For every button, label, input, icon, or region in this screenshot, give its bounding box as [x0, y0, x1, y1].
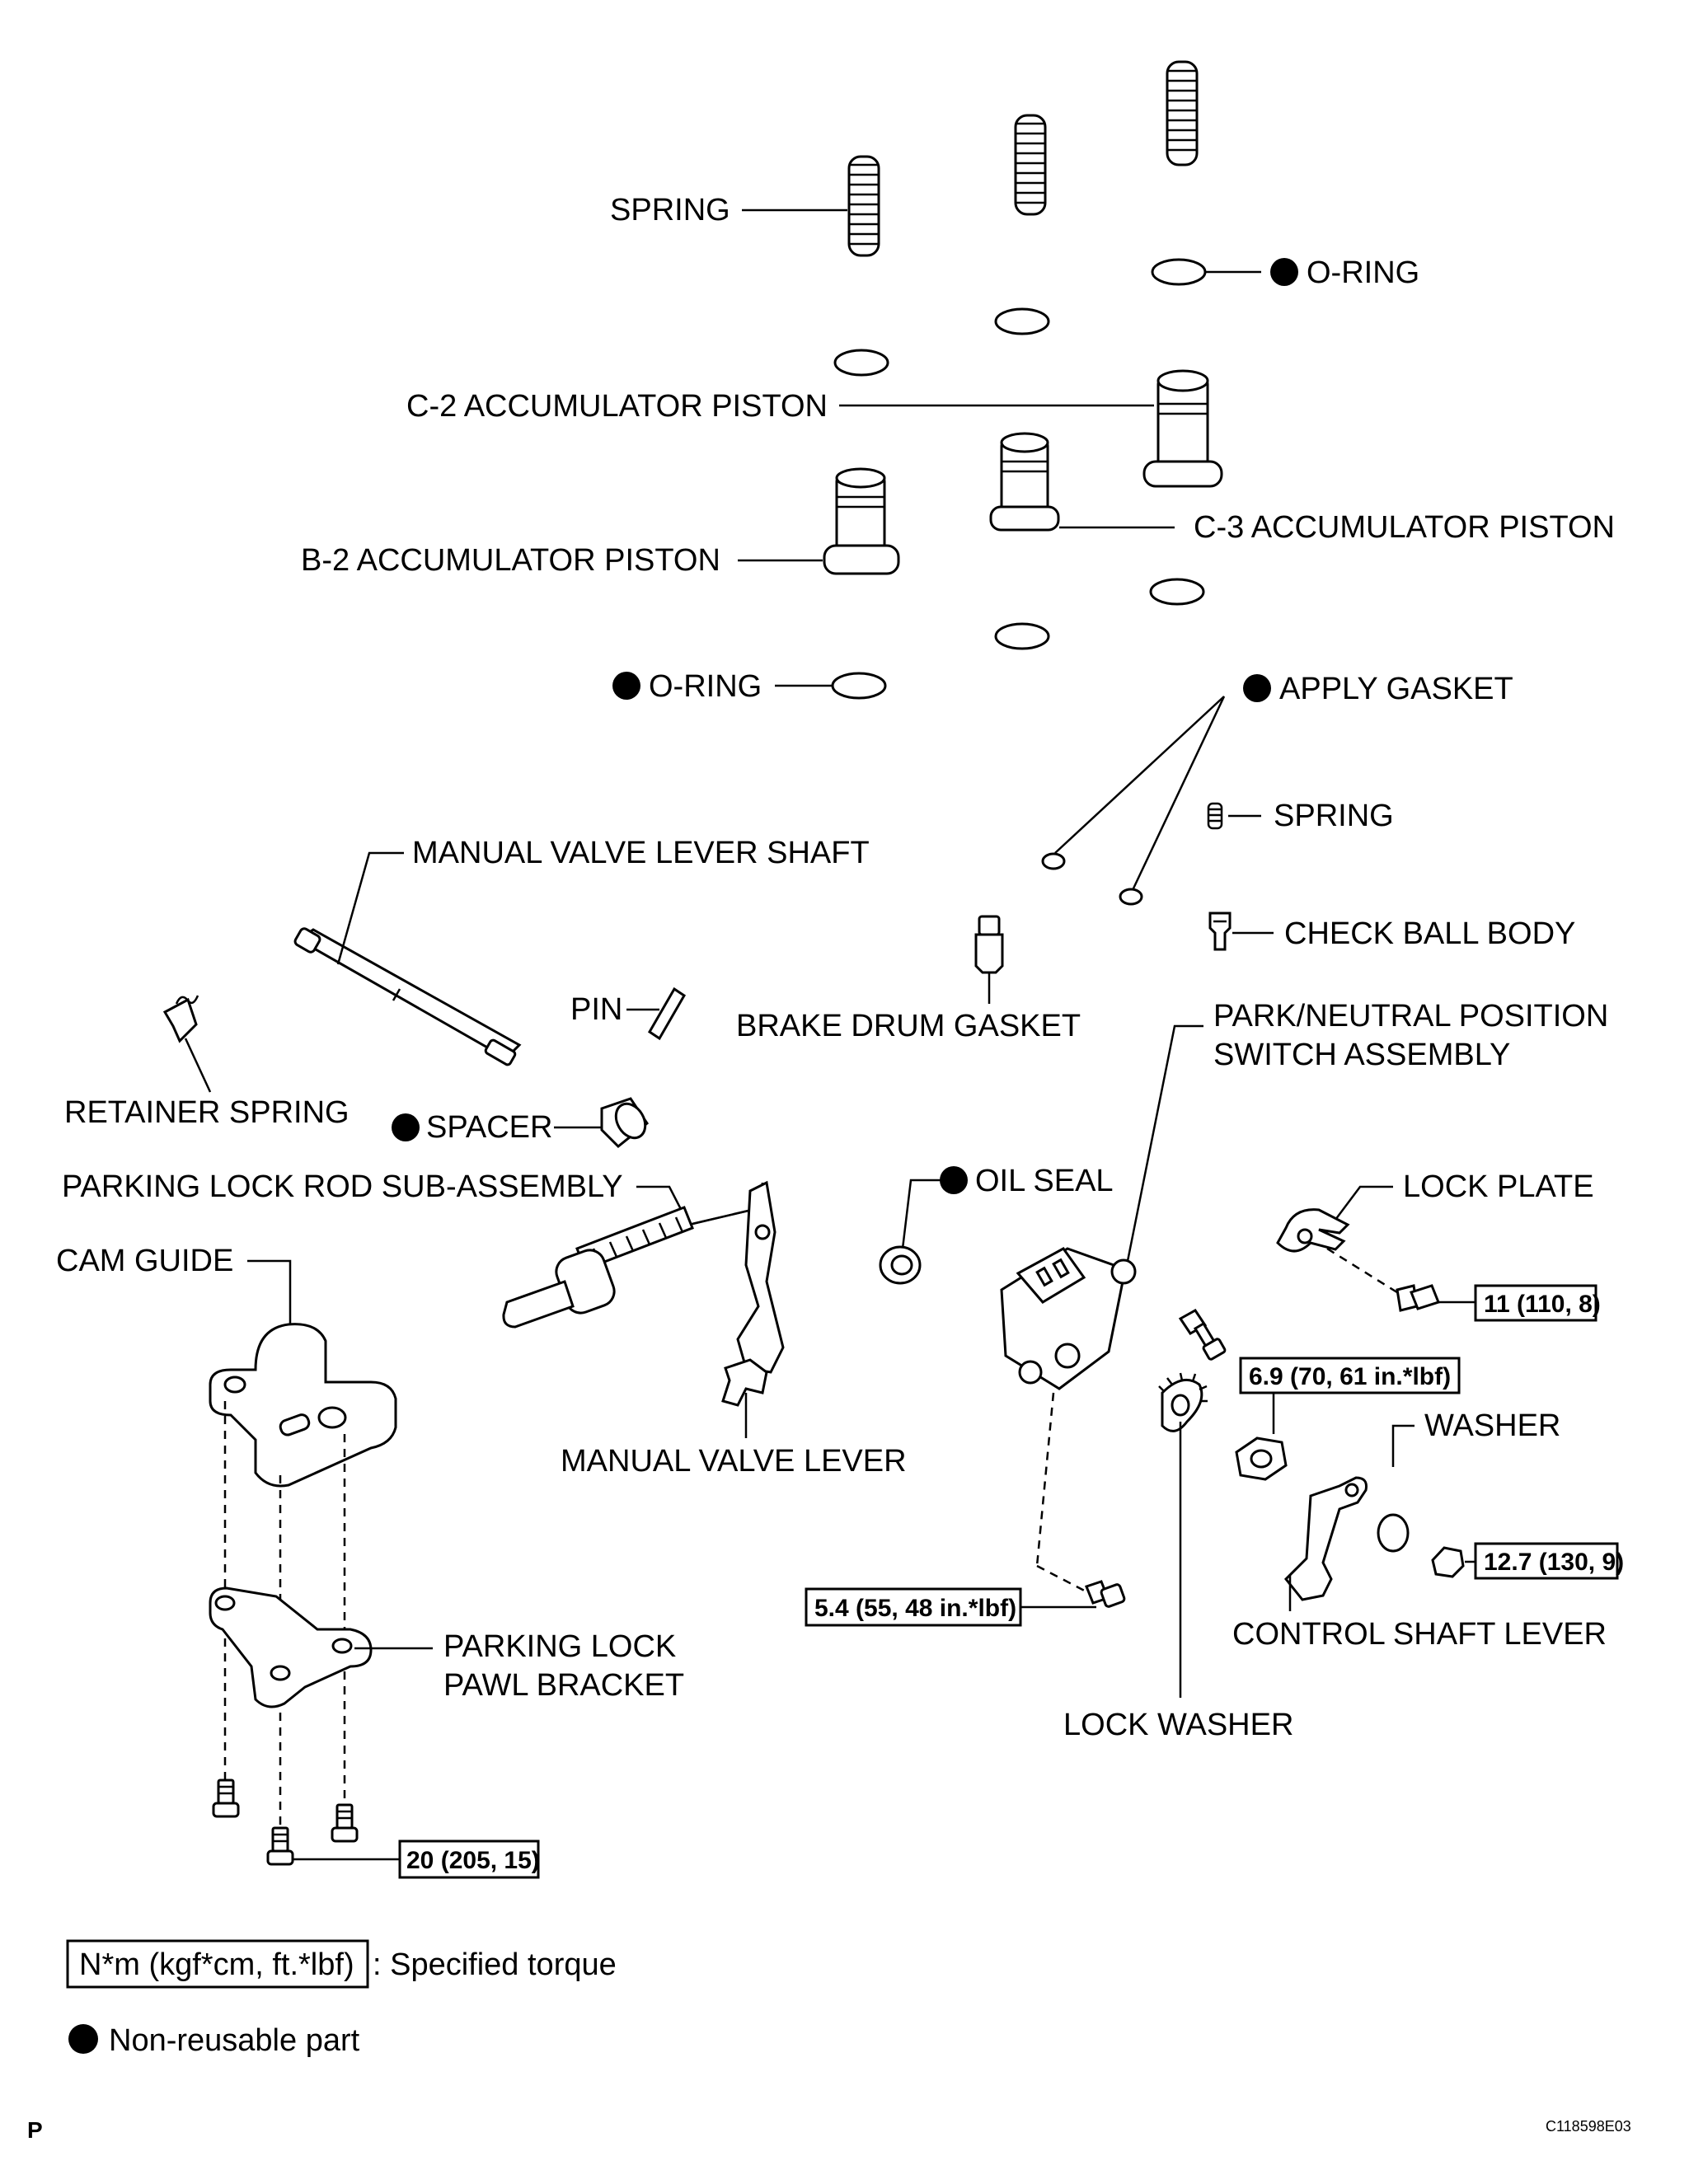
torque-nut-upper: 6.9 (70, 61 in.*lbf): [1249, 1363, 1451, 1390]
lock-plate-label: LOCK PLATE: [1403, 1169, 1594, 1204]
spacer-part: [600, 1097, 650, 1149]
washer-label: WASHER: [1424, 1408, 1560, 1443]
cam-guide-label: CAM GUIDE: [56, 1244, 233, 1278]
nonreusable-dot-icon: [612, 672, 640, 700]
b2-accumulator-piston-part: [823, 467, 900, 575]
nonreusable-dot-icon: [1270, 258, 1298, 286]
small-spring-part: [1207, 802, 1223, 830]
spring-middle-part: [1014, 114, 1047, 216]
nonreusable-dot-icon: [68, 2024, 98, 2054]
lock-washer-part: [1158, 1372, 1208, 1432]
legend-torque-units: N*m (kgf*cm, ft.*lbf): [79, 1947, 354, 1982]
torque-box-bracket: [398, 1840, 540, 1879]
washer-part: [1377, 1513, 1410, 1553]
torque-box-control-shaft: [1474, 1542, 1619, 1580]
lock-plate-bolt-part: [1396, 1284, 1440, 1312]
park-neutral-switch-part: [1000, 1247, 1137, 1390]
legend-nonreusable-text: Non-reusable part: [109, 2023, 360, 2058]
o-ring-left: [831, 672, 887, 700]
page-letter: P: [27, 2117, 43, 2143]
figure-id: C118598E03: [1546, 2118, 1631, 2135]
bracket-bolt-left-part: [212, 1779, 240, 1818]
control-shaft-lever-label: CONTROL SHAFT LEVER: [1232, 1617, 1607, 1652]
legend-torque-box: [66, 1939, 369, 1989]
lock-washer-label: LOCK WASHER: [1063, 1708, 1293, 1742]
hex-nut-part: [1235, 1436, 1288, 1481]
parking-lock-rod-label: PARKING LOCK ROD SUB-ASSEMBLY: [62, 1169, 623, 1204]
torque-lock-plate: 11 (110, 8): [1484, 1291, 1601, 1318]
spring-small-label: SPRING: [1274, 799, 1394, 833]
torque-box-switch: [805, 1587, 1022, 1627]
o-ring-middle-lower: [994, 622, 1050, 650]
parking-lock-pawl-label-1: PARKING LOCK: [443, 1629, 676, 1664]
control-shaft-lever-part: [1283, 1476, 1368, 1601]
torque-box-lock-plate: [1474, 1284, 1598, 1322]
lock-plate-part: [1276, 1208, 1350, 1253]
b2-piston-label: B-2 ACCUMULATOR PISTON: [301, 543, 720, 578]
manual-valve-lever-shaft-label: MANUAL VALVE LEVER SHAFT: [412, 836, 870, 870]
apply-gasket-label: APPLY GASKET: [1279, 672, 1513, 706]
switch-bolt-part: [1085, 1580, 1126, 1608]
o-ring-upper-right: [1151, 258, 1207, 286]
spring-top-label: SPRING: [610, 193, 730, 227]
apply-gasket-1: [1041, 852, 1066, 870]
bracket-bolt-right-part: [331, 1803, 359, 1843]
park-neutral-label-2: SWITCH ASSEMBLY: [1213, 1038, 1510, 1072]
spring-right-part: [1166, 60, 1199, 166]
c2-accumulator-piston-part: [1142, 369, 1223, 488]
o-ring-left-upper: [833, 349, 889, 377]
park-neutral-label-1: PARK/NEUTRAL POSITION: [1213, 999, 1608, 1033]
manual-valve-lever-label: MANUAL VALVE LEVER: [561, 1444, 907, 1479]
spacer-label: SPACER: [426, 1110, 552, 1145]
brake-drum-gasket-label: BRAKE DRUM GASKET: [736, 1009, 1081, 1043]
pin-label: PIN: [570, 992, 622, 1027]
torque-box-nut: [1239, 1357, 1461, 1394]
oil-seal-part: [879, 1245, 922, 1285]
legend-torque-text: : Specified torque: [373, 1947, 617, 1982]
o-ring-top-label: O-RING: [1307, 255, 1419, 290]
parking-lock-rod-part: [502, 1180, 785, 1407]
manual-valve-lever-shaft-part: [293, 927, 522, 1066]
apply-gasket-2: [1119, 888, 1143, 906]
check-ball-body-part: [1208, 912, 1232, 951]
o-ring-right-lower: [1149, 578, 1205, 606]
parking-lock-pawl-bracket-part: [209, 1586, 373, 1708]
torque-control-shaft: 12.7 (130, 9): [1484, 1549, 1624, 1576]
small-bolt-upper-part: [1178, 1309, 1227, 1361]
spring-left-part: [847, 155, 880, 257]
o-ring-left-label: O-RING: [649, 669, 762, 704]
nonreusable-dot-icon: [940, 1166, 968, 1194]
pin-part: [647, 987, 687, 1041]
oil-seal-label: OIL SEAL: [975, 1164, 1114, 1198]
retainer-spring-part: [162, 995, 199, 1043]
control-shaft-nut-part: [1431, 1546, 1465, 1578]
torque-bracket-bolt: 20 (205, 15): [406, 1847, 540, 1874]
check-ball-body-label: CHECK BALL BODY: [1284, 916, 1575, 951]
c3-accumulator-piston-part: [989, 432, 1060, 532]
c2-piston-label: C-2 ACCUMULATOR PISTON: [406, 389, 828, 424]
retainer-spring-label: RETAINER SPRING: [64, 1095, 350, 1130]
torque-switch-bolt: 5.4 (55, 48 in.*lbf): [814, 1595, 1016, 1622]
parking-lock-pawl-label-2: PAWL BRACKET: [443, 1668, 684, 1703]
o-ring-middle: [994, 307, 1050, 335]
brake-drum-gasket-part: [974, 915, 1004, 974]
nonreusable-dot-icon: [392, 1113, 420, 1141]
c3-piston-label: C-3 ACCUMULATOR PISTON: [1194, 510, 1615, 545]
nonreusable-dot-icon: [1243, 674, 1271, 702]
bracket-bolt-middle-part: [266, 1826, 294, 1866]
cam-guide-part: [209, 1323, 397, 1488]
